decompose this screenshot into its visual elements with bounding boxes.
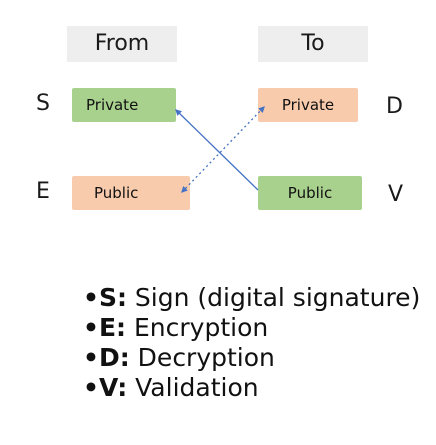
sender-private-key-label: Private <box>86 96 139 114</box>
receiver-private-key-label: Private <box>281 96 335 114</box>
sender-public-key-box: Public <box>72 176 190 210</box>
label-d: D <box>386 94 403 119</box>
dotted-arrow <box>181 106 265 193</box>
label-v: V <box>388 182 404 207</box>
legend-desc: Decryption <box>129 343 275 372</box>
legend-desc: Encryption <box>126 313 269 342</box>
legend-key: •E: <box>83 313 127 342</box>
receiver-public-key-label: Public <box>287 184 333 202</box>
label-e: E <box>36 179 50 204</box>
legend-list: •S: Sign (digital signature) •E: Encrypt… <box>83 283 420 403</box>
receiver-public-key-box: Public <box>258 176 362 210</box>
legend-key: •S: <box>83 283 127 312</box>
label-s: S <box>36 91 50 116</box>
sender-public-key-label: Public <box>94 184 139 202</box>
sender-private-key-box: Private <box>72 88 176 122</box>
legend-item-v: •V: Validation <box>83 373 420 403</box>
legend-item-d: •D: Decryption <box>83 343 420 373</box>
legend-key: •V: <box>83 373 128 402</box>
from-header: From <box>67 26 177 62</box>
to-header: To <box>258 26 368 62</box>
legend-desc: Sign (digital signature) <box>126 283 421 312</box>
legend-desc: Validation <box>127 373 259 402</box>
legend-item-s: •S: Sign (digital signature) <box>83 283 420 313</box>
legend-key: •D: <box>83 343 130 372</box>
legend-item-e: •E: Encryption <box>83 313 420 343</box>
receiver-private-key-box: Private <box>258 88 358 122</box>
solid-arrow <box>175 109 259 191</box>
